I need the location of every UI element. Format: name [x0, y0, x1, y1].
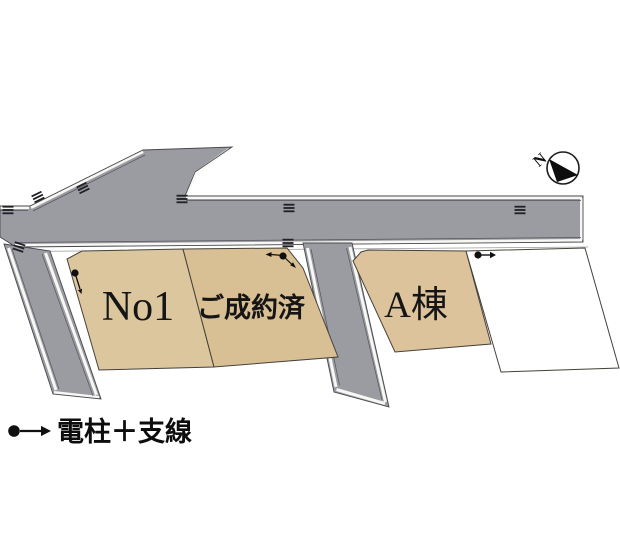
lot-no1	[66, 248, 215, 371]
lots: No1 ご成約済 A棟	[66, 247, 620, 373]
guy-wire	[282, 255, 293, 265]
road-edge-line	[11, 248, 60, 390]
legend-pole-dot-icon	[8, 425, 20, 437]
road-edge-stripe	[30, 150, 144, 209]
road-hatch-mark	[76, 181, 90, 195]
pole-symbol-sold	[265, 252, 296, 268]
road-edge-stripe	[336, 388, 386, 405]
lot-no1-label: No1	[102, 284, 174, 330]
road-hatch-mark	[282, 238, 294, 248]
road-edge-line	[14, 237, 582, 243]
guy-wire	[74, 272, 81, 290]
left-branch-road	[3, 243, 102, 400]
road-hatch-mark	[514, 205, 526, 215]
pole-symbol-vacant	[474, 251, 496, 259]
road-hatch-mark	[2, 205, 14, 215]
road-edge-line	[41, 253, 94, 397]
left-branch-road-surface	[4, 244, 101, 399]
road-edge-line	[346, 247, 383, 401]
legend: 電柱＋支線	[8, 416, 192, 447]
main-road	[0, 146, 589, 252]
road-edge-stripe	[7, 247, 58, 391]
lot-vacant	[465, 247, 620, 373]
pole-symbol-no1	[71, 269, 83, 294]
road-edge-stripe	[348, 246, 387, 403]
guy-wire-arrow-icon	[265, 252, 272, 257]
legend-label: 電柱＋支線	[57, 416, 192, 447]
road-edge-stripe	[185, 148, 230, 198]
guy-wire-arrow-icon	[77, 288, 83, 294]
guy-wire-arrow-icon	[290, 262, 296, 268]
right-branch-road-surface	[303, 243, 389, 407]
road-edge-line	[32, 154, 146, 212]
road-hatch-mark	[31, 190, 45, 204]
lot-sold	[182, 247, 339, 368]
road-hatch-mark	[176, 194, 188, 204]
compass: N	[530, 150, 580, 185]
road-edge-stripe	[44, 252, 98, 396]
guy-wire-arrow-icon	[490, 251, 496, 259]
left-branch-road-outline	[3, 243, 102, 400]
road-hatch-mark	[283, 203, 295, 213]
road-hatch-mark	[12, 241, 26, 253]
lot-sold-label: ご成約済	[197, 292, 306, 323]
lot-a-building-label: A棟	[384, 285, 448, 326]
compass-needle-icon	[549, 159, 578, 182]
road-edge-stripe	[53, 391, 100, 399]
road-hatch-marks	[2, 181, 526, 253]
road-edge-line	[310, 248, 340, 386]
road-edge-stripe	[14, 239, 583, 247]
guy-wire	[270, 253, 284, 257]
legend-arrow-icon	[41, 425, 51, 437]
